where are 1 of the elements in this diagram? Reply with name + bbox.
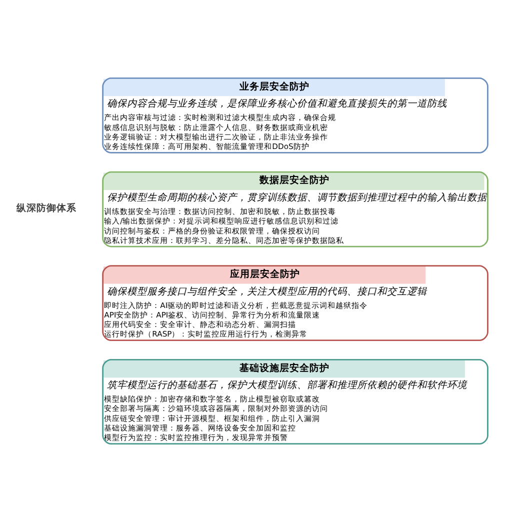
label: 纵深防御体系 [16,202,77,214]
